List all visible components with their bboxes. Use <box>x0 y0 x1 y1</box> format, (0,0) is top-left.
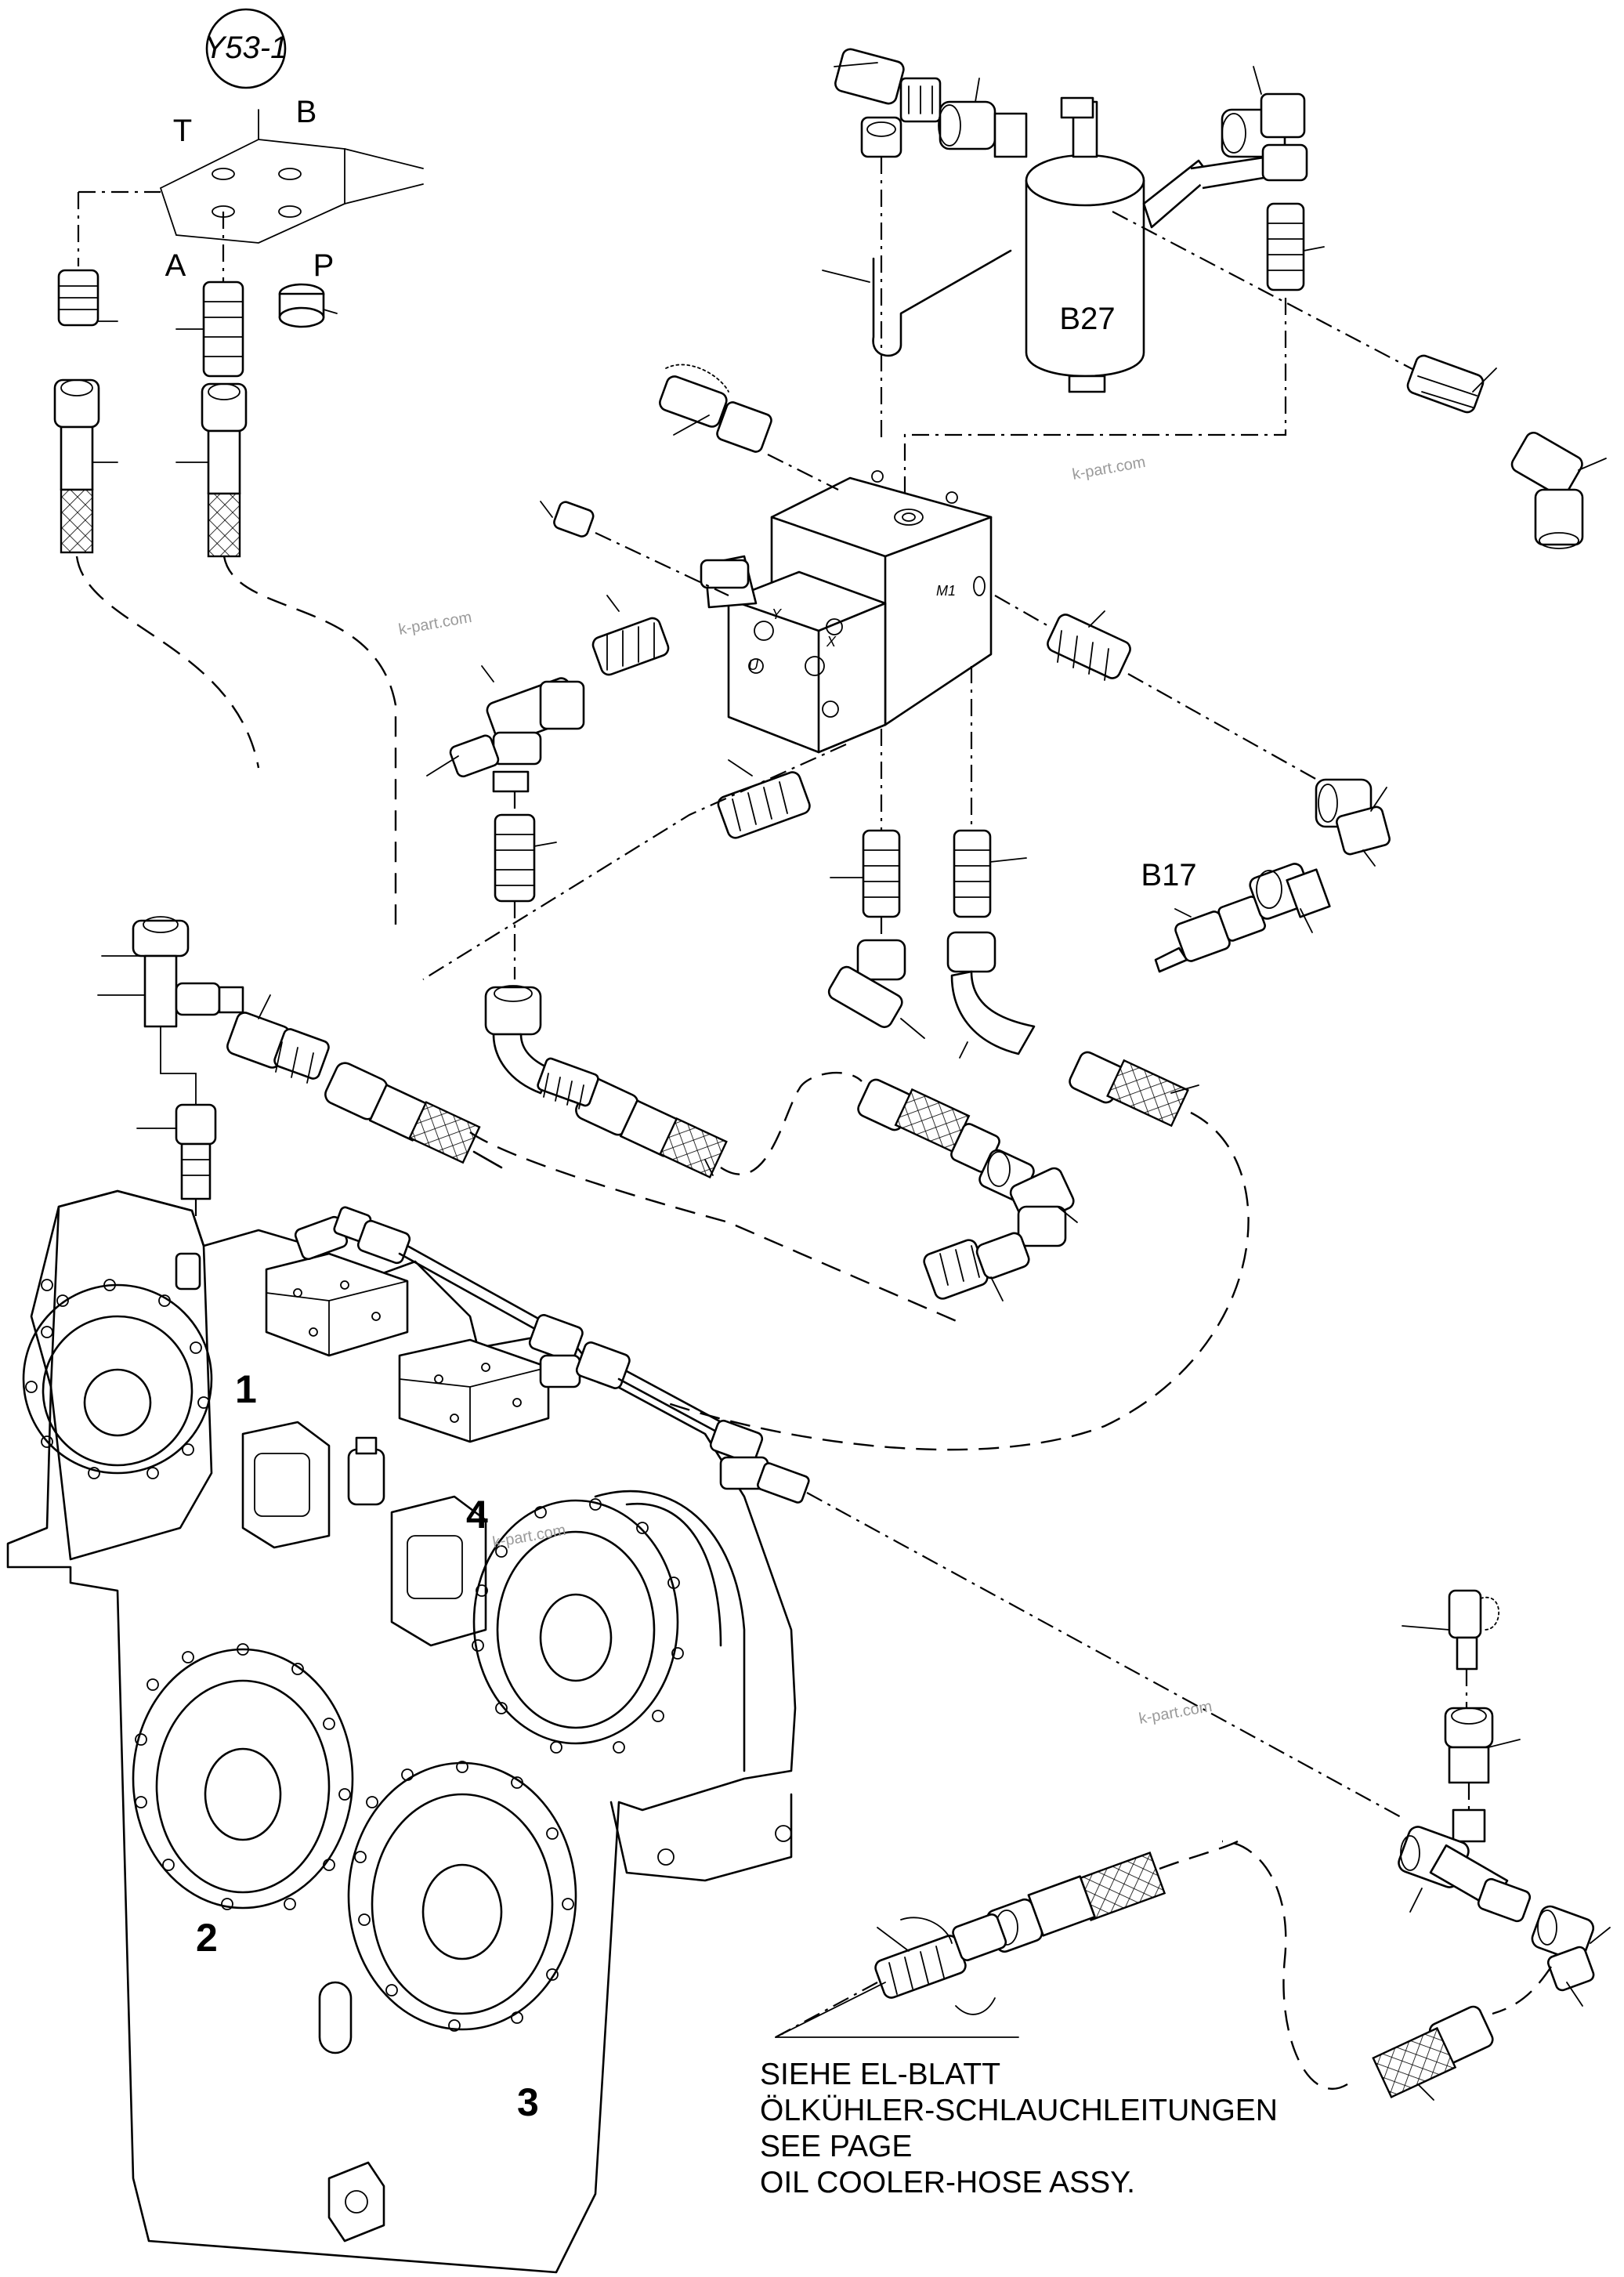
valve-id-circle <box>205 8 287 89</box>
line-t-fittings <box>53 269 118 554</box>
block-bottom-fittings <box>827 666 1036 1059</box>
port-t-hole <box>212 168 235 180</box>
filter-input-fittings <box>834 48 1028 439</box>
pump-4-bolts <box>472 1498 684 1754</box>
filter-drain <box>1068 375 1106 393</box>
block-test-point <box>659 364 839 491</box>
pump-2-flange <box>132 1648 354 1910</box>
m1-to-b17-fittings <box>994 595 1391 867</box>
housing-tee-fittings <box>97 916 330 1222</box>
block-lower-union <box>422 743 847 980</box>
oil-cooler-hose <box>775 1840 1239 2038</box>
note-line-3: SEE PAGE <box>760 2130 912 2163</box>
port-p-plug <box>278 283 338 328</box>
hose-ferrule <box>60 425 94 491</box>
filter-to-elbow-centerline <box>1112 211 1427 377</box>
housing-top-fittings <box>294 1206 1403 1819</box>
valve-id-label: Y53-1 <box>204 31 288 65</box>
housing-to-right-tee-centerline <box>806 1492 1403 1819</box>
filter-bowl <box>1025 180 1145 378</box>
port-a-label: A <box>165 248 186 283</box>
housing-top-pad-1 <box>265 1252 409 1357</box>
pump-1-number: 1 <box>235 1367 257 1411</box>
port-plate-edges <box>258 109 424 205</box>
port-plate-outline <box>159 139 345 244</box>
gearbox-housing: 1 4 <box>6 1189 797 2274</box>
pump-1-flange <box>22 1283 213 1475</box>
block-left-fittings <box>426 595 670 979</box>
hose-braid <box>207 492 241 558</box>
pump-3-bolts <box>354 1761 574 2032</box>
hose-route-a <box>222 556 397 925</box>
pump-2-bolts <box>135 1643 351 1910</box>
housing-top-pad-2 <box>398 1338 550 1443</box>
block-x-label: X <box>826 634 837 650</box>
watermark-4: k-part.com <box>1138 1698 1213 1728</box>
right-tee-assembly <box>1221 1589 1611 2101</box>
pump-4-flange <box>472 1499 679 1745</box>
block-m1-label: M1 <box>936 583 956 599</box>
sight-glass <box>318 1981 353 2054</box>
port-b-hole <box>278 168 302 180</box>
tee-body <box>143 954 178 1028</box>
center-plug <box>347 1448 385 1506</box>
filter-b27-label: B27 <box>1059 302 1115 336</box>
pump-1-bolts <box>25 1279 210 1479</box>
watermark-1: k-part.com <box>1071 454 1147 483</box>
housing-outline <box>6 1189 797 2274</box>
watermark-2: k-part.com <box>397 609 473 639</box>
block-y-label: Y <box>772 606 783 622</box>
centerline-port-t <box>77 190 161 266</box>
union-fitting <box>202 281 244 378</box>
block-plug <box>540 501 729 596</box>
breather <box>175 1252 201 1291</box>
middle-hoses <box>324 985 1250 1451</box>
filter-right-fittings <box>1406 354 1607 549</box>
port-b-label: B <box>296 95 317 129</box>
block-top-port <box>894 509 924 526</box>
drain-pipe <box>872 249 1012 357</box>
filter-head <box>1025 154 1145 207</box>
note-line-4: OIL COOLER-HOSE ASSY. <box>760 2166 1135 2199</box>
reference-note: SIEHE EL-BLATT ÖLKÜHLER-SCHLAUCHLEITUNGE… <box>760 1982 1278 2199</box>
hose-ferrule <box>207 429 241 495</box>
control-block-group: M1 Y X U <box>700 470 993 754</box>
pump-4-number: 4 <box>466 1493 488 1537</box>
filter-output-fittings <box>903 66 1427 501</box>
filter-output-centerline <box>903 298 1287 501</box>
note-line-1: SIEHE EL-BLATT <box>760 2058 1000 2091</box>
test-point <box>1448 1589 1482 1639</box>
pump-2-number: 2 <box>196 1916 218 1960</box>
sensor-b17-group: B17 <box>1141 858 1331 973</box>
port-t-label: T <box>173 114 192 148</box>
drain-plug <box>327 2161 385 2243</box>
pump-3-number: 3 <box>517 2080 539 2124</box>
sensor-b17-label: B17 <box>1141 858 1196 892</box>
note-line-2: ÖLKÜHLER-SCHLAUCHLEITUNGEN <box>760 2094 1278 2127</box>
line-a-fittings <box>175 281 248 558</box>
port-p-hole <box>278 205 302 218</box>
port-p-label: P <box>313 248 335 283</box>
valve-y53-1-group: Y53-1 T B A P <box>77 8 424 283</box>
hose-route-t <box>75 556 260 769</box>
pump-3-flange <box>347 1761 577 2031</box>
hose-braid <box>60 488 94 554</box>
filter-b27-group: B27 <box>822 96 1275 393</box>
